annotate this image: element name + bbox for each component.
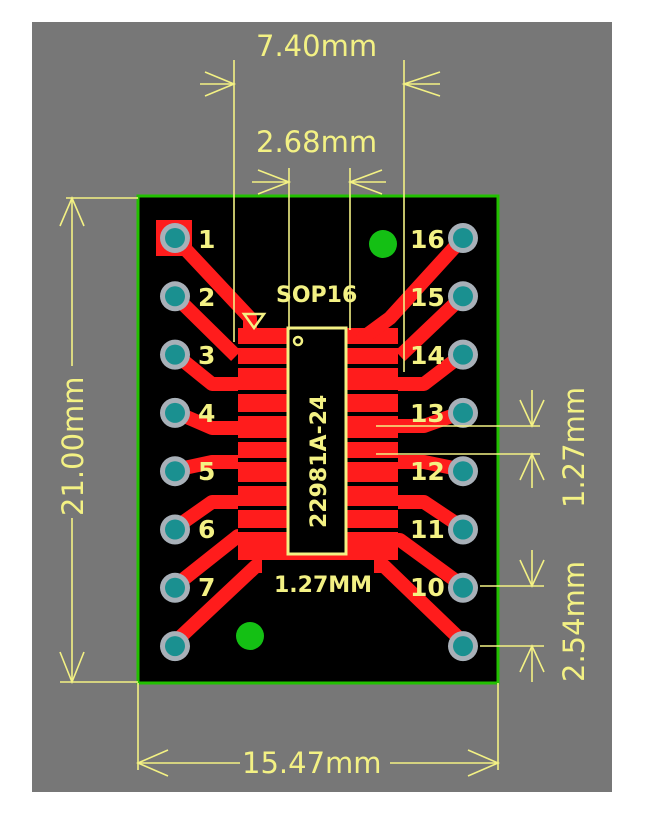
pin-labels-left: 1 2 3 4 5 6 7 <box>198 225 215 602</box>
pin-label: 11 <box>410 515 445 544</box>
pad-hole <box>165 286 185 307</box>
pin-labels-right: 16 15 14 13 12 11 10 <box>410 225 445 602</box>
pin-label: 14 <box>410 341 445 370</box>
ic-pin1-mark <box>292 335 304 347</box>
ic-body <box>286 326 348 556</box>
pin-label: 7 <box>198 573 215 602</box>
via-bottom-left <box>236 622 264 650</box>
pin-label: 13 <box>410 399 445 428</box>
chip-label: 22981A-24 <box>307 395 332 528</box>
pad-hole <box>453 228 473 248</box>
pin-label: 5 <box>198 457 215 486</box>
dimension-smd-pitch: 1.27mm <box>557 387 591 508</box>
dimension-inner-span: 2.68mm <box>256 125 377 159</box>
via-top-right <box>369 230 397 258</box>
pitch-label: 1.27MM <box>274 573 372 598</box>
pad-hole <box>453 286 473 307</box>
pad-hole <box>165 636 185 657</box>
pad-hole <box>165 577 185 598</box>
pad-hole <box>453 577 473 598</box>
pin-label: 3 <box>198 341 215 370</box>
pin-label: 1 <box>198 225 215 254</box>
pad-hole <box>453 519 473 540</box>
pin-label: 16 <box>410 225 445 254</box>
pad-hole <box>453 402 473 423</box>
pin-label: 12 <box>410 457 445 486</box>
pad-hole <box>165 344 185 365</box>
pad-hole <box>165 519 185 540</box>
pin1-triangle-marker <box>241 312 267 331</box>
pad-hole <box>453 344 473 365</box>
dimension-pin-pitch: 2.54mm <box>557 561 591 682</box>
pin-label: 15 <box>410 283 445 312</box>
pin-label: 2 <box>198 283 215 312</box>
pad-hole <box>165 402 185 423</box>
pad-hole <box>453 461 473 482</box>
pad-hole <box>165 228 185 248</box>
pad-hole <box>453 636 473 657</box>
pin-label: 6 <box>198 515 215 544</box>
dimension-lines <box>59 60 545 777</box>
pin-label: 10 <box>410 573 445 602</box>
dimension-board-height: 21.00mm <box>56 376 90 516</box>
dimension-board-width: 15.47mm <box>242 746 382 780</box>
dimension-lead-span: 7.40mm <box>256 29 377 63</box>
pin-label: 4 <box>198 399 215 428</box>
through-hole-pads <box>160 223 478 662</box>
trace-left <box>169 233 263 648</box>
package-label: SOP16 <box>276 283 357 308</box>
pad-hole <box>165 461 185 482</box>
